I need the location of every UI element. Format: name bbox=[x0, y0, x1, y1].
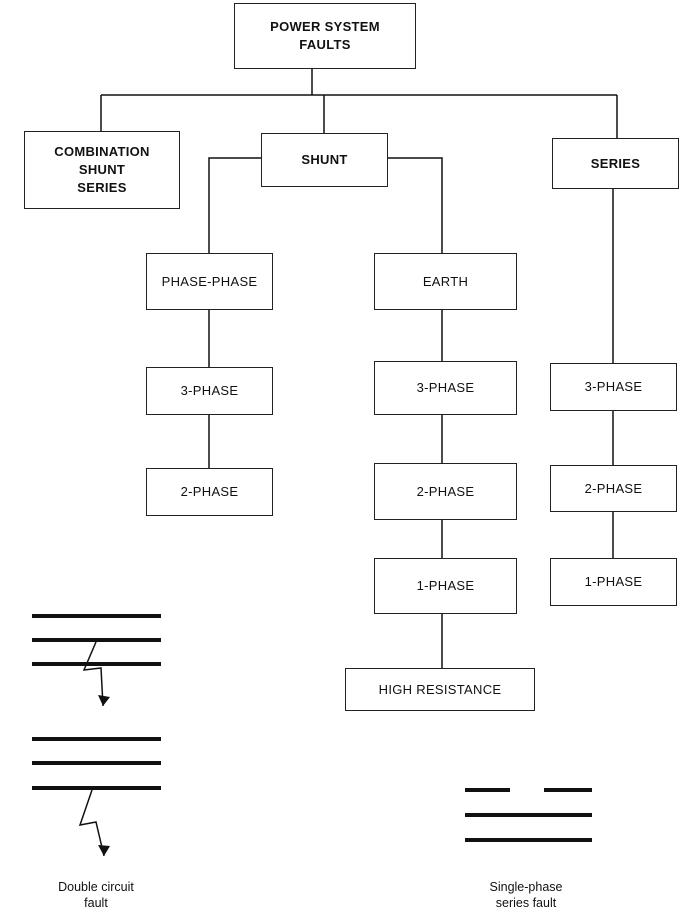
high-resistance-node: HIGH RESISTANCE bbox=[345, 668, 535, 711]
circuit-1-conductors bbox=[32, 614, 161, 666]
fault-arc-2 bbox=[78, 789, 105, 857]
earth-3phase-node: 3-PHASE bbox=[374, 361, 517, 415]
earth-node: EARTH bbox=[374, 253, 517, 310]
shunt-node: SHUNT bbox=[261, 133, 388, 187]
series-node: SERIES bbox=[552, 138, 679, 189]
series-2phase-node: 2-PHASE bbox=[550, 465, 677, 512]
fault-arrowhead-1 bbox=[98, 695, 110, 706]
shunt-label: SHUNT bbox=[301, 152, 348, 167]
earth-1phase-label: 1-PHASE bbox=[416, 578, 475, 593]
phase-phase-2phase-node: 2-PHASE bbox=[146, 468, 273, 516]
phase-phase-node: PHASE-PHASE bbox=[146, 253, 273, 310]
fault-arc-1 bbox=[82, 641, 104, 707]
single-phase-series-caption: Single-phase series fault bbox=[489, 880, 563, 910]
phase-phase-3phase-label: 3-PHASE bbox=[180, 383, 239, 398]
fault-arrowhead-2 bbox=[98, 845, 110, 856]
combination-label: COMBINATION SHUNT SERIES bbox=[54, 144, 150, 195]
high-resistance-label: HIGH RESISTANCE bbox=[378, 681, 502, 697]
earth-2phase-label: 2-PHASE bbox=[416, 483, 475, 499]
earth-label: EARTH bbox=[422, 273, 469, 289]
series-3phase-node: 3-PHASE bbox=[550, 363, 677, 411]
earth-1phase-node: 1-PHASE bbox=[374, 558, 517, 614]
root-label: POWER SYSTEM FAULTS bbox=[270, 19, 380, 52]
series-label: SERIES bbox=[590, 155, 641, 171]
combination-node: COMBINATION SHUNT SERIES bbox=[24, 131, 180, 209]
phase-phase-2phase-label: 2-PHASE bbox=[180, 484, 239, 499]
root-node: POWER SYSTEM FAULTS bbox=[234, 3, 416, 69]
connector-lines bbox=[100, 69, 618, 668]
single-phase-series-fault-illustration bbox=[465, 788, 592, 842]
double-circuit-caption: Double circuit fault bbox=[58, 880, 134, 910]
phase-phase-3phase-node: 3-PHASE bbox=[146, 367, 273, 415]
series-1phase-label: 1-PHASE bbox=[584, 574, 643, 589]
phase-phase-label: PHASE-PHASE bbox=[161, 273, 258, 289]
circuit-2-conductors bbox=[32, 737, 161, 790]
earth-3phase-label: 3-PHASE bbox=[416, 380, 475, 395]
series-3phase-label: 3-PHASE bbox=[584, 379, 643, 394]
double-circuit-fault-illustration bbox=[32, 614, 161, 857]
series-2phase-label: 2-PHASE bbox=[584, 480, 643, 496]
earth-2phase-node: 2-PHASE bbox=[374, 463, 517, 520]
series-1phase-node: 1-PHASE bbox=[550, 558, 677, 606]
